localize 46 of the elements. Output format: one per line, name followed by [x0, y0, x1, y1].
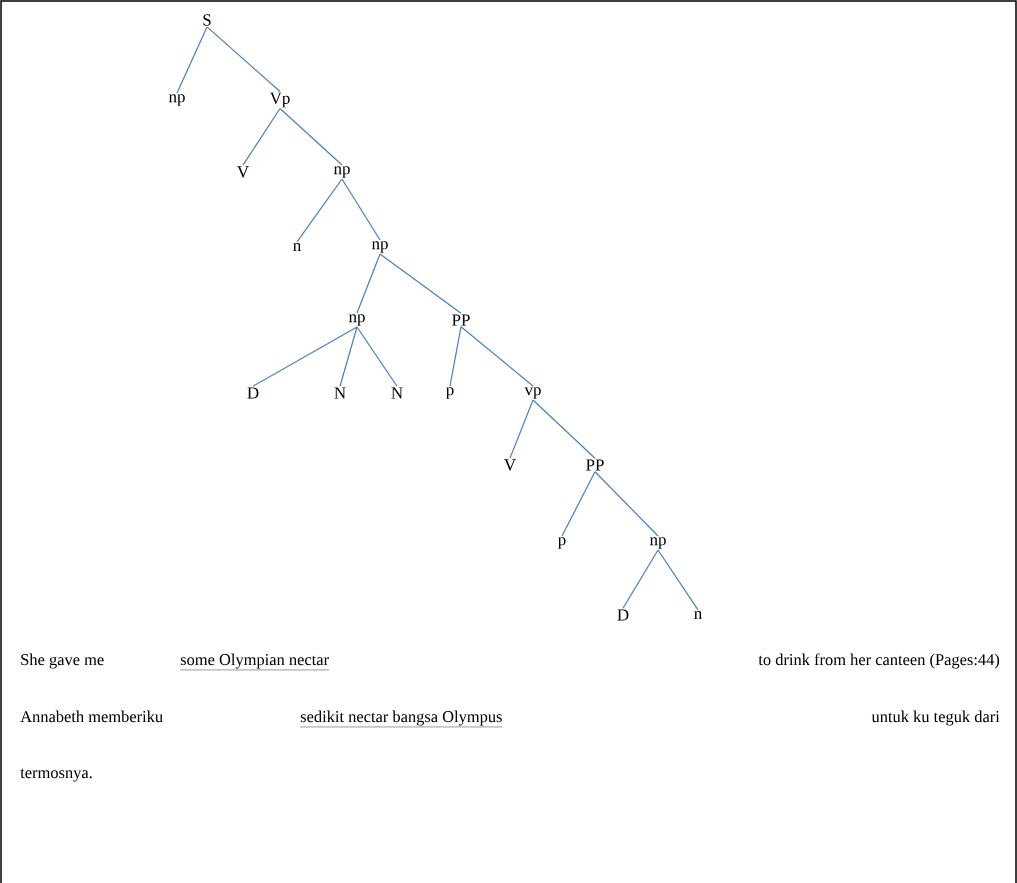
tree-branch — [356, 253, 381, 314]
tree-branch — [356, 326, 398, 387]
tree-label: N — [334, 387, 346, 399]
tree-label: np — [333, 166, 350, 178]
tree-branch — [532, 399, 596, 459]
tree-label: PP — [586, 459, 604, 471]
sentence: Annabeth memberiku — [20, 710, 163, 723]
tree-branch — [594, 471, 659, 537]
tree-label: PP — [452, 314, 470, 326]
tree-branch — [279, 107, 343, 166]
tree-label: n — [293, 243, 301, 251]
sentence: termosnya. — [20, 768, 92, 782]
tree-branch — [339, 326, 358, 387]
sentence: some Olympian nectar — [180, 653, 330, 671]
tree-branch — [509, 399, 534, 459]
tree-label: S — [203, 14, 211, 26]
tree-label: N — [391, 387, 403, 399]
tree-branch — [242, 107, 281, 166]
tree-branch — [449, 326, 462, 387]
sentence: sedikit nectar bangsa Olympus — [300, 710, 503, 728]
tree-label: V — [504, 459, 516, 471]
tree-label: V — [237, 166, 249, 178]
sentence: to drink from her canteen (Pages:44) — [758, 653, 1000, 669]
tree-branch — [296, 178, 343, 243]
tree-label: D — [247, 387, 259, 399]
tree-label: np — [168, 94, 185, 106]
tree-label: Vp — [269, 92, 290, 108]
tree-branch — [206, 26, 281, 93]
tree-branch — [252, 326, 358, 387]
tree-label: vp — [524, 387, 541, 399]
tree-branch — [561, 471, 596, 537]
tree-label: np — [371, 241, 388, 253]
tree-label: np — [649, 537, 666, 549]
tree-label: np — [348, 314, 365, 326]
tree-branch — [379, 253, 462, 314]
tree-branch — [176, 26, 208, 94]
tree-label: p — [446, 387, 454, 399]
tree-label: D — [617, 609, 629, 621]
sentence: untuk ku teguk dari — [871, 710, 1000, 726]
tree-branch — [622, 549, 659, 609]
tree-branch — [341, 178, 381, 241]
sentence: She gave me — [21, 653, 104, 669]
tree-branch — [460, 326, 534, 387]
tree-branch — [657, 549, 699, 611]
tree-label: p — [558, 537, 566, 549]
tree-label: n — [694, 611, 702, 619]
